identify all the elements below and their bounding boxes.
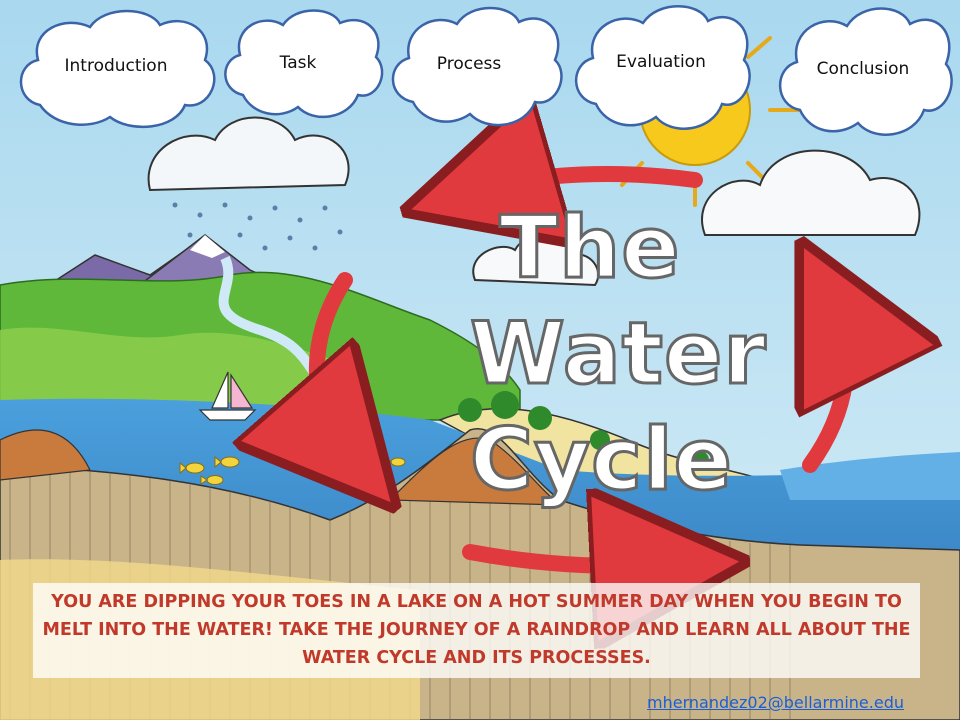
- cycle-arrows: [317, 174, 847, 566]
- cloud-icon: [701, 149, 921, 236]
- arrow-precipitation: [317, 272, 345, 450]
- nav-task-label: Task: [279, 53, 317, 73]
- cloud-shape: [574, 5, 751, 130]
- intro-panel: [33, 583, 920, 678]
- email-link[interactable]: mhernandez02@bellarmine.edu: [647, 693, 904, 712]
- arrow-evaporation: [810, 310, 846, 473]
- cloud-shape: [224, 9, 384, 119]
- nav-introduction-button[interactable]: Introduction: [10, 5, 222, 133]
- page-title: The Water Cycle: [469, 195, 768, 513]
- nav-introduction-label: Introduction: [64, 56, 168, 76]
- cloud-shape: [19, 9, 216, 129]
- arrow-condensation: [478, 174, 703, 190]
- nav-evaluation-button[interactable]: Evaluation: [568, 0, 754, 136]
- nav-conclusion-button[interactable]: Conclusion: [772, 2, 956, 142]
- intro-text: You are dipping your toes in a lake on a…: [42, 592, 911, 668]
- nav-process-button[interactable]: Process: [385, 2, 565, 132]
- nav-conclusion-label: Conclusion: [816, 59, 910, 79]
- nav-evaluation-label: Evaluation: [616, 52, 706, 72]
- arrow-collection: [462, 552, 670, 566]
- cloud-shape: [391, 6, 563, 127]
- title-line-3: Cycle: [469, 409, 734, 512]
- nav-process-label: Process: [436, 54, 502, 74]
- rain-cloud-icon: [147, 116, 350, 251]
- title-line-2: Water: [469, 303, 768, 406]
- cloud-shape: [778, 7, 953, 136]
- title-line-1: The: [498, 197, 681, 300]
- nav-task-button[interactable]: Task: [218, 5, 386, 125]
